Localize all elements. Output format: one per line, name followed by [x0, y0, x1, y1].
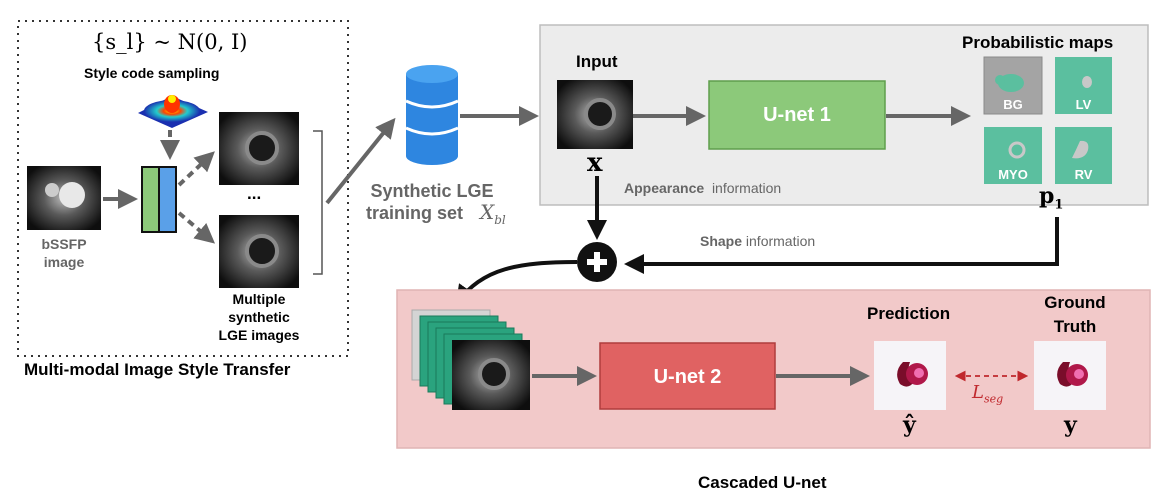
yhat-symbol: ŷ [903, 412, 916, 438]
plus-icon [577, 242, 617, 282]
bssfp-image [27, 166, 101, 230]
unet1-label: U-net 1 [763, 104, 831, 126]
input-stack [411, 309, 530, 410]
mist-to-dataset-arrow [325, 117, 396, 205]
synthetic-lge-image-2 [219, 215, 299, 288]
dataset-symbol: Xbl [480, 200, 506, 227]
prob-map-bg [983, 56, 1043, 115]
dataset-label-line2: training set [366, 203, 464, 223]
dataset-label-line1: Synthetic LGE [370, 181, 494, 201]
unet2-label: U-net 2 [653, 366, 722, 388]
map-label-lv: LV [1075, 97, 1092, 112]
style-code-label: Style code sampling [84, 65, 220, 81]
ellipsis: ... [247, 184, 262, 203]
database-icon [405, 65, 459, 165]
map-label-myo: MYO [998, 167, 1028, 182]
synthetic-lge-image-1 [219, 112, 299, 185]
bssfp-label-line2: image [43, 254, 85, 270]
prob-maps-label: Probabilistic maps [962, 33, 1114, 52]
to-lge-1-arrow [177, 151, 215, 187]
bssfp-label-line1: bSSFP [41, 236, 87, 252]
appearance-label: Appearance information [624, 180, 782, 196]
unet1-box [708, 80, 886, 150]
gt-label-line2: Truth [1053, 317, 1097, 336]
x-symbol: x [587, 148, 603, 178]
prob-map-rv [1055, 127, 1112, 184]
mist-title: Multi-modal Image Style Transfer [24, 360, 291, 379]
input-image [557, 80, 633, 149]
prob-map-myo [984, 127, 1042, 184]
style-formula: {s_l} ~ N(0, I) [92, 30, 248, 54]
p1-to-plus-arrow [624, 217, 1059, 274]
decoder-blue [158, 166, 177, 233]
encoder-green [141, 166, 160, 233]
map-label-rv: RV [1074, 167, 1093, 182]
map-label-bg: BG [1003, 97, 1023, 112]
gt-label-line1: Ground [1044, 293, 1106, 312]
input-label: Input [576, 52, 618, 71]
lge-label-line2: synthetic [228, 309, 290, 325]
shape-info-label: Shape information [700, 233, 816, 249]
lge-bracket [313, 130, 323, 275]
ground-truth-image [1034, 341, 1106, 410]
prediction-image [874, 341, 946, 410]
unet2-box [599, 342, 776, 410]
seg-loss-symbol: Lseg [972, 382, 1004, 406]
prediction-label: Prediction [867, 304, 951, 323]
lge-label-line1: Multiple [232, 291, 286, 307]
y-symbol: y [1064, 412, 1077, 438]
prob-map-lv [1055, 57, 1112, 114]
gaussian-surface-icon [138, 95, 208, 128]
to-lge-2-arrow [177, 211, 216, 244]
cascaded-title: Cascaded U-net [698, 473, 827, 492]
p1-symbol: p1 [1039, 183, 1064, 213]
mist-frame [17, 20, 349, 357]
lge-label-line3: LGE images [218, 327, 300, 343]
